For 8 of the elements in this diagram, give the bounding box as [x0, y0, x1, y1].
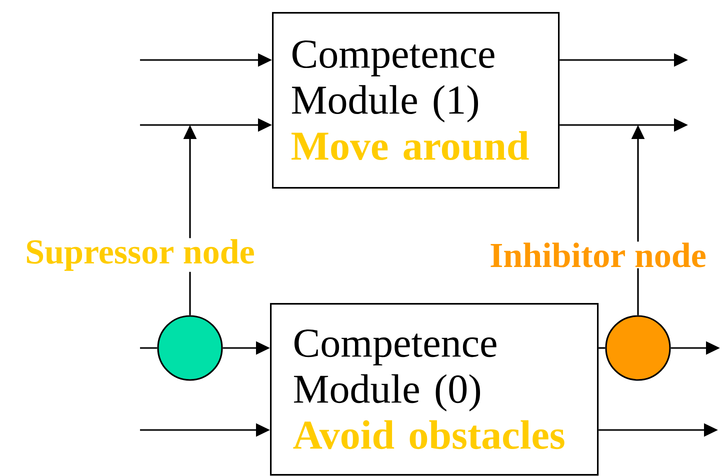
node-circle — [605, 315, 671, 381]
module-box: Competence Module (1) Move around — [272, 12, 560, 189]
node-label: Supressor node — [24, 238, 256, 272]
node-label: Inhibitor node — [488, 242, 708, 268]
connector-line — [598, 347, 606, 349]
connector-line — [140, 347, 158, 349]
module-box: Competence Module (0) Avoid obstacles — [270, 303, 599, 476]
node-circle — [157, 315, 223, 381]
